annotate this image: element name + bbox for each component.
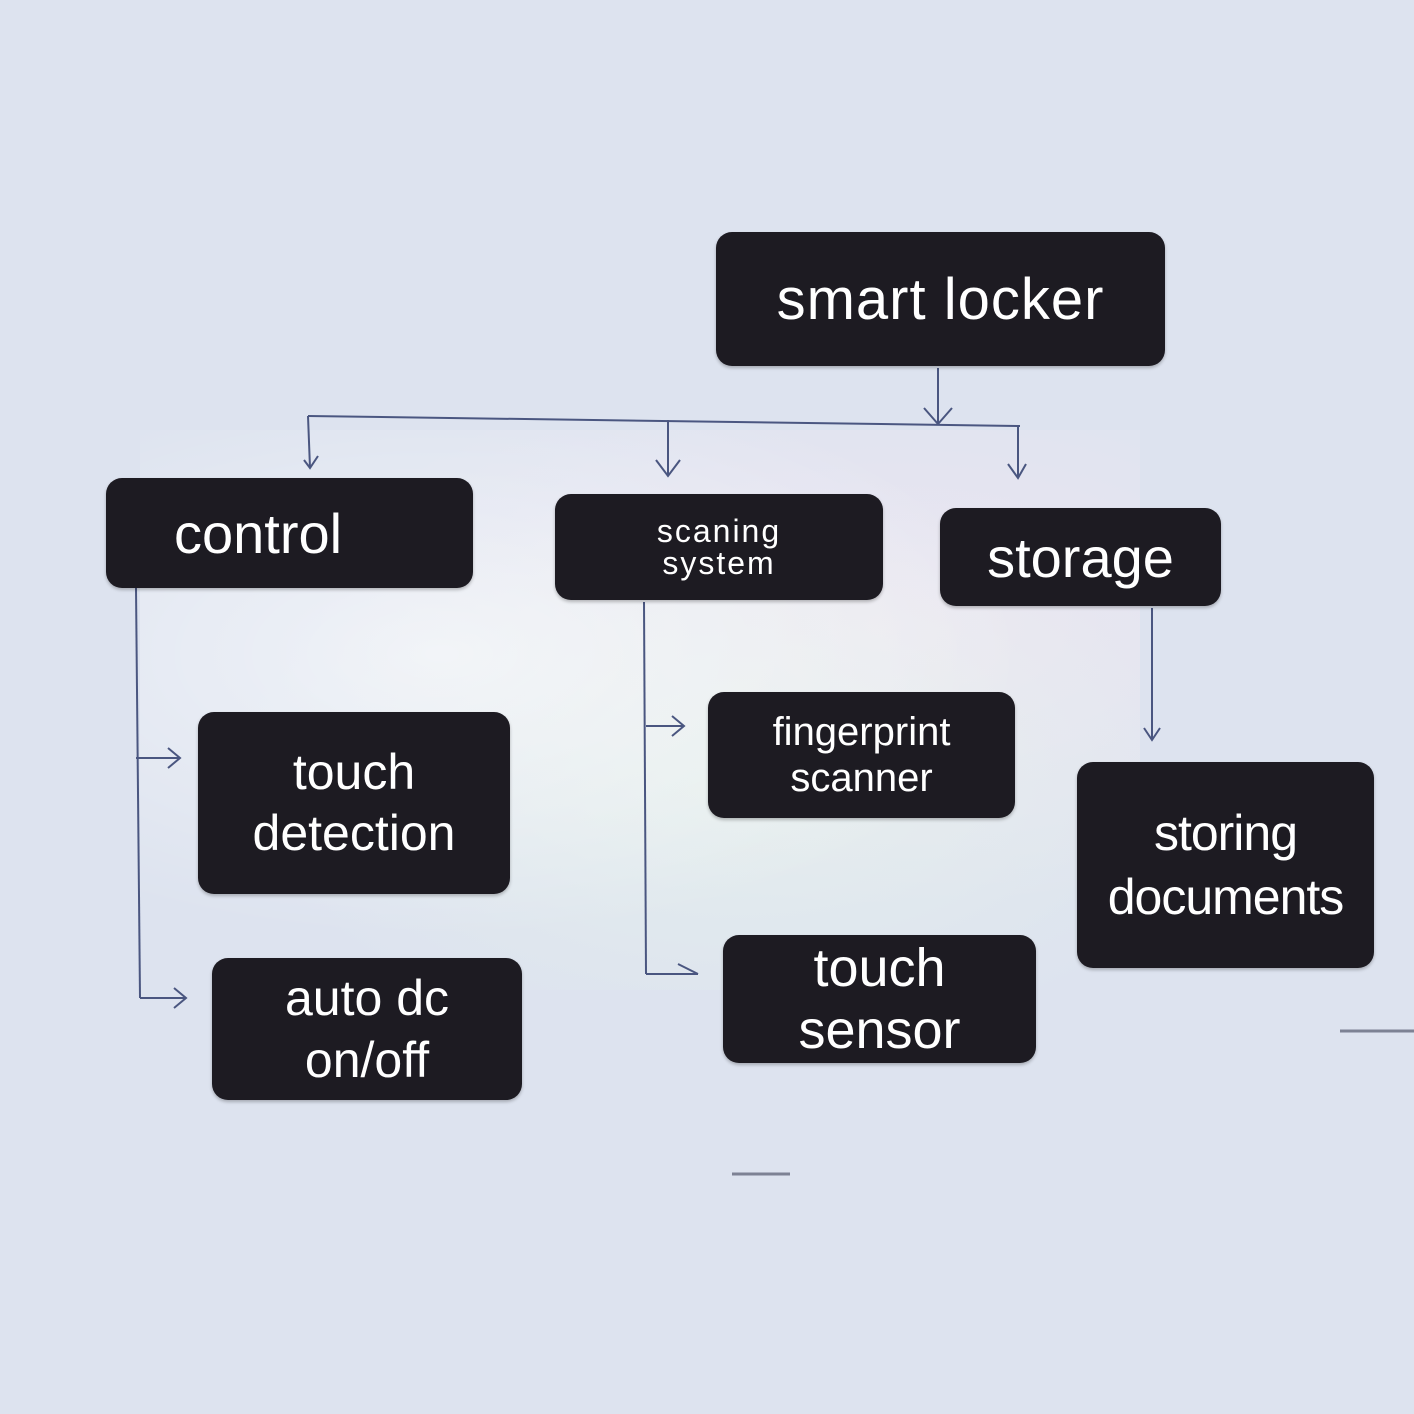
node-label: touch sensor bbox=[798, 938, 961, 1060]
arrowhead-auto-dc bbox=[173, 987, 188, 1009]
node-label: storage bbox=[987, 525, 1174, 589]
connector-scan-trunk bbox=[643, 601, 647, 975]
connector-to-control bbox=[307, 415, 311, 469]
node-control: control bbox=[106, 478, 473, 588]
arrowhead-touch-sensor bbox=[677, 963, 699, 975]
connector-control-trunk bbox=[135, 587, 141, 999]
node-label: scaning system bbox=[656, 513, 782, 581]
node-touch-sensor: touch sensor bbox=[723, 935, 1036, 1063]
node-label: touch detection bbox=[252, 744, 456, 861]
node-smart-locker: smart locker bbox=[716, 232, 1165, 366]
node-touch-detection: touch detection bbox=[198, 712, 510, 894]
node-label: smart locker bbox=[776, 266, 1105, 332]
node-storing-documents: storing documents bbox=[1077, 762, 1374, 968]
node-auto-dc-on-off: auto dc on/off bbox=[212, 958, 522, 1100]
arrowhead-storing bbox=[1143, 727, 1161, 742]
arrowhead-touch-detection bbox=[167, 747, 182, 769]
node-label: auto dc on/off bbox=[284, 970, 449, 1088]
node-storage: storage bbox=[940, 508, 1221, 606]
node-scanning-system: scaning system bbox=[555, 494, 883, 600]
arrowhead-control bbox=[303, 455, 319, 470]
arrowhead-storage bbox=[1007, 463, 1027, 480]
node-label: storing documents bbox=[1107, 805, 1345, 925]
arrowhead-fingerprint bbox=[671, 715, 686, 737]
node-label: fingerprint scanner bbox=[772, 710, 951, 800]
node-label: control bbox=[174, 501, 343, 565]
arrowhead-scan bbox=[655, 459, 681, 478]
node-fingerprint-scanner: fingerprint scanner bbox=[708, 692, 1015, 818]
connector-bus bbox=[307, 415, 1021, 427]
